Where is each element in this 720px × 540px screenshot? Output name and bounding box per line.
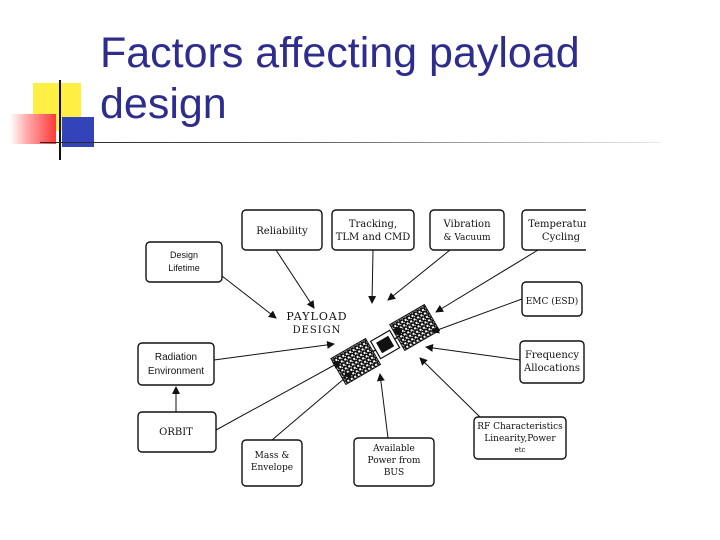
box-temperature [521, 209, 586, 251]
box-orbit [137, 411, 217, 453]
decor-red-fade [10, 114, 56, 144]
decor-vertical-line [59, 80, 61, 160]
label-vibration-1: Vibration [442, 219, 491, 230]
box-rf [473, 416, 567, 460]
box-vibration [429, 209, 505, 251]
title-underline [40, 142, 660, 143]
label-frequency-1: Frequency [525, 350, 579, 361]
label-power-3: BUS [384, 468, 404, 478]
label-orbit: ORBIT [159, 427, 193, 438]
label-tracking-1: Tracking, [349, 219, 397, 230]
label-vibration-2: & Vacuum [443, 233, 491, 243]
label-power-1: Available [372, 444, 415, 454]
payload-design-diagram: Reliability Tracking, TLM and CMD Vibrat… [137, 209, 586, 487]
box-tracking [331, 209, 415, 251]
label-radiation-1: Radiation [155, 352, 197, 363]
box-radiation [137, 342, 215, 386]
label-frequency-2: Allocations [523, 363, 580, 374]
box-reliability [241, 209, 323, 251]
box-power [353, 437, 435, 487]
label-temperature-2: Cycling [542, 232, 581, 243]
label-emc: EMC (ESD) [526, 296, 579, 307]
label-reliability: Reliability [256, 226, 308, 237]
label-power-2: Power from [368, 456, 421, 466]
box-design-lifetime [145, 241, 223, 283]
slide-title: Factors affecting payload design [100, 29, 580, 128]
diagram-arrows [172, 249, 539, 441]
label-mass-2: Envelope [251, 463, 293, 473]
satellite-icon [330, 303, 441, 386]
box-frequency [519, 340, 585, 384]
label-design-lifetime-2: Lifetime [168, 263, 200, 273]
label-rf-2: Linearity,Power [484, 434, 556, 444]
center-label-2: DESIGN [293, 325, 342, 336]
center-label-1: PAYLOAD [286, 310, 347, 323]
label-radiation-2: Environment [148, 366, 204, 377]
label-design-lifetime-1: Design [170, 250, 198, 260]
label-mass-1: Mass & [255, 451, 290, 461]
label-rf-1: RF Characteristics [477, 422, 563, 432]
label-rf-3: etc [515, 446, 526, 454]
label-tracking-2: TLM and CMD [336, 232, 411, 243]
label-temperature-1: Temperature [528, 219, 586, 230]
